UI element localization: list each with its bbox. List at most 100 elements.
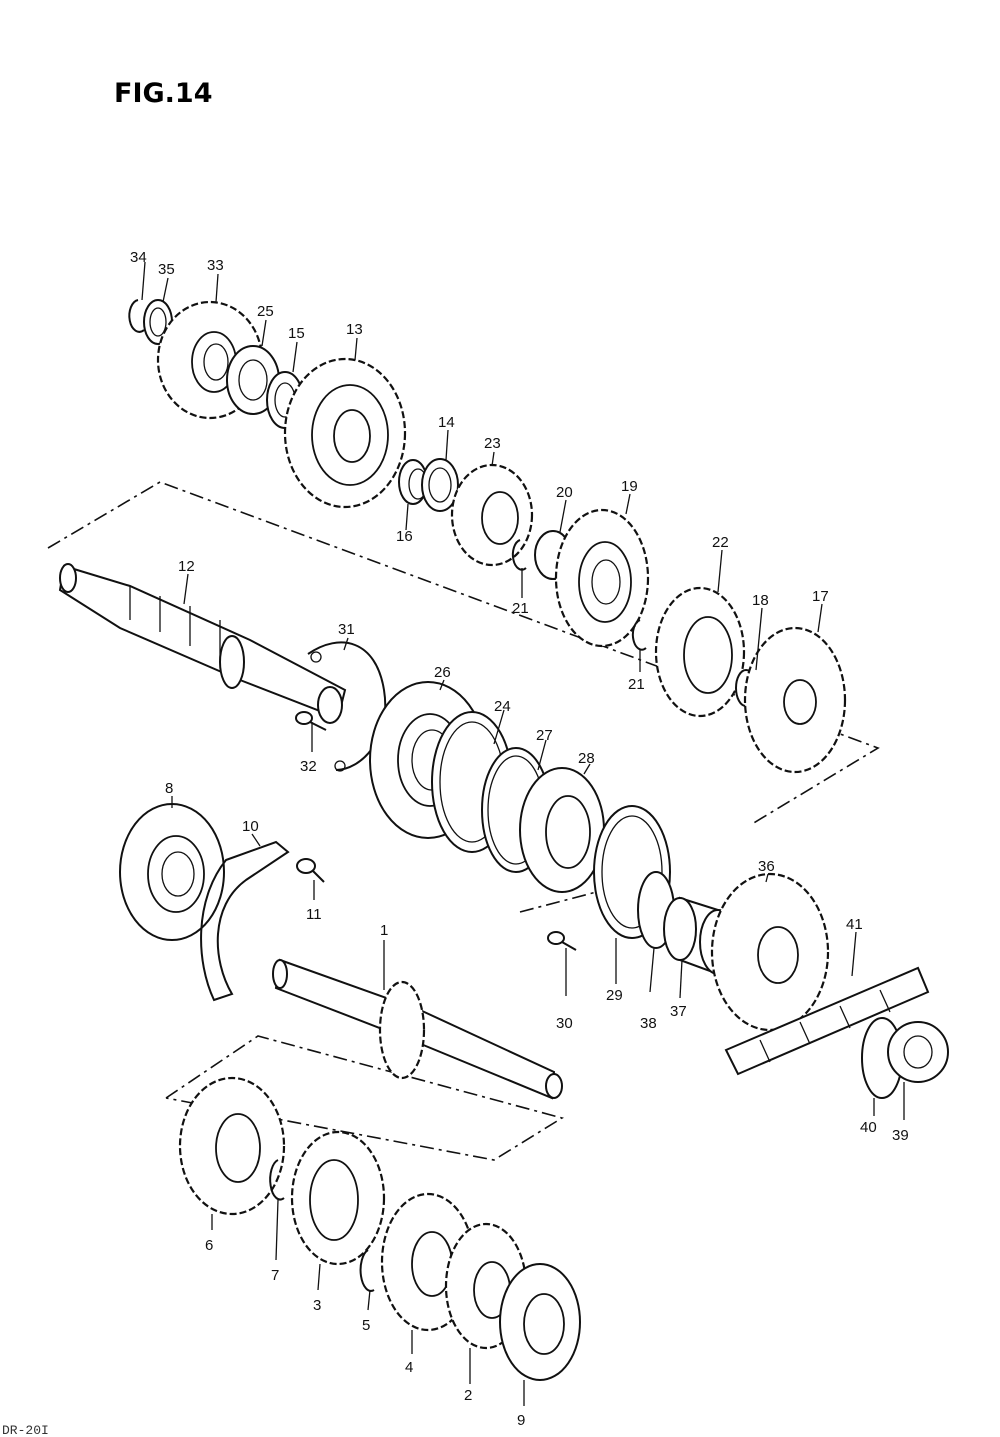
part-bearing-25 <box>226 345 280 415</box>
part-circlip-7 <box>269 1159 285 1201</box>
callout-24: 24 <box>493 698 511 745</box>
callout-label: 15 <box>288 325 305 342</box>
callout-22: 22 <box>712 534 729 593</box>
callout-15: 15 <box>288 325 305 373</box>
callout-label: 24 <box>494 698 511 715</box>
part-nut-39 <box>887 1021 949 1083</box>
callout-label: 18 <box>752 592 769 609</box>
callout-37: 37 <box>670 959 687 1020</box>
callout-label: 21 <box>628 676 645 693</box>
callout-label: 17 <box>812 588 829 605</box>
part-gear-33 <box>156 300 264 420</box>
callout-label: 2 <box>464 1387 472 1404</box>
callout-35: 35 <box>158 261 175 303</box>
callout-label: 3 <box>313 1297 321 1314</box>
callout-label: 13 <box>346 321 363 338</box>
callout-label: 4 <box>405 1359 413 1376</box>
callout-40: 40 <box>860 1098 877 1136</box>
callout-label: 40 <box>860 1119 877 1136</box>
callout-label: 5 <box>362 1317 370 1334</box>
callout-label: 35 <box>158 261 175 278</box>
callouts: 34 35 33 25 15 13 14 23 16 20 19 21 22 1… <box>130 249 909 1429</box>
callout-label: 1 <box>380 922 388 939</box>
part-gear-3 <box>290 1130 386 1266</box>
part-gear-23 <box>450 463 534 567</box>
callout-33: 33 <box>207 257 224 303</box>
part-screw-32 <box>295 711 327 731</box>
callout-label: 30 <box>556 1015 573 1032</box>
part-circlip-34 <box>128 299 145 333</box>
callout-label: 41 <box>846 916 863 933</box>
callout-19: 19 <box>621 478 638 515</box>
callout-14: 14 <box>438 414 455 461</box>
callout-20: 20 <box>556 484 573 533</box>
callout-29: 29 <box>606 938 623 1004</box>
callout-label: 7 <box>271 1267 279 1284</box>
part-screw-30 <box>547 931 577 951</box>
part-plate-10 <box>200 840 290 1002</box>
part-chain-41 <box>724 966 930 1076</box>
part-gear-22 <box>654 586 746 718</box>
callout-label: 29 <box>606 987 623 1004</box>
callout-label: 33 <box>207 257 224 274</box>
callout-label: 38 <box>640 1015 657 1032</box>
callout-36: 36 <box>758 858 775 883</box>
callout-label: 23 <box>484 435 501 452</box>
callout-label: 19 <box>621 478 638 495</box>
callout-label: 10 <box>242 818 259 835</box>
callout-21b: 21 <box>628 650 645 693</box>
callout-8: 8 <box>165 780 173 808</box>
callout-39: 39 <box>892 1082 909 1144</box>
callout-label: 8 <box>165 780 173 797</box>
callout-label: 34 <box>130 249 147 266</box>
callout-label: 11 <box>306 906 322 923</box>
callout-label: 25 <box>257 303 274 320</box>
callout-26: 26 <box>434 664 451 691</box>
callout-23: 23 <box>484 435 501 467</box>
callout-label: 37 <box>670 1003 687 1020</box>
callout-label: 32 <box>300 758 317 775</box>
callout-17: 17 <box>812 588 829 633</box>
part-washer-14 <box>421 458 459 512</box>
callout-label: 22 <box>712 534 729 551</box>
callout-label: 16 <box>396 528 413 545</box>
callout-9: 9 <box>517 1380 525 1429</box>
callout-27: 27 <box>536 727 553 771</box>
part-sprocket-36 <box>710 872 830 1032</box>
callout-label: 20 <box>556 484 573 501</box>
part-plate-31 <box>307 641 387 772</box>
callout-3: 3 <box>313 1263 321 1314</box>
footer-code: DR-20I <box>2 1423 49 1437</box>
callout-label: 14 <box>438 414 455 431</box>
callout-2: 2 <box>464 1348 472 1404</box>
callout-label: 21 <box>512 600 529 617</box>
callout-12: 12 <box>178 558 195 605</box>
callout-label: 9 <box>517 1412 525 1429</box>
callout-16: 16 <box>396 503 413 545</box>
callout-label: 26 <box>434 664 451 681</box>
callout-label: 36 <box>758 858 775 875</box>
part-bearing-9 <box>499 1263 581 1381</box>
part-countershaft-12 <box>58 563 347 724</box>
part-gear-13 <box>283 357 407 509</box>
part-bearing-8 <box>119 803 225 941</box>
callout-label: 39 <box>892 1127 909 1144</box>
callout-32: 32 <box>300 722 317 775</box>
part-seal-28 <box>519 767 605 893</box>
callout-25: 25 <box>257 303 274 347</box>
callout-41: 41 <box>846 916 863 977</box>
callout-10: 10 <box>242 818 261 847</box>
part-gear-17 <box>743 626 847 774</box>
callout-21a: 21 <box>512 568 529 617</box>
part-driveshaft-1 <box>272 958 563 1100</box>
callout-4: 4 <box>405 1330 413 1376</box>
callout-11: 11 <box>306 880 322 923</box>
figure-title: FIG.14 <box>114 78 212 109</box>
callout-13: 13 <box>346 321 363 361</box>
callout-18: 18 <box>752 592 769 671</box>
part-gear-19 <box>554 508 650 648</box>
part-gear-6 <box>178 1076 286 1216</box>
callout-30: 30 <box>556 948 573 1032</box>
callout-6: 6 <box>205 1214 213 1254</box>
callout-label: 6 <box>205 1237 213 1254</box>
